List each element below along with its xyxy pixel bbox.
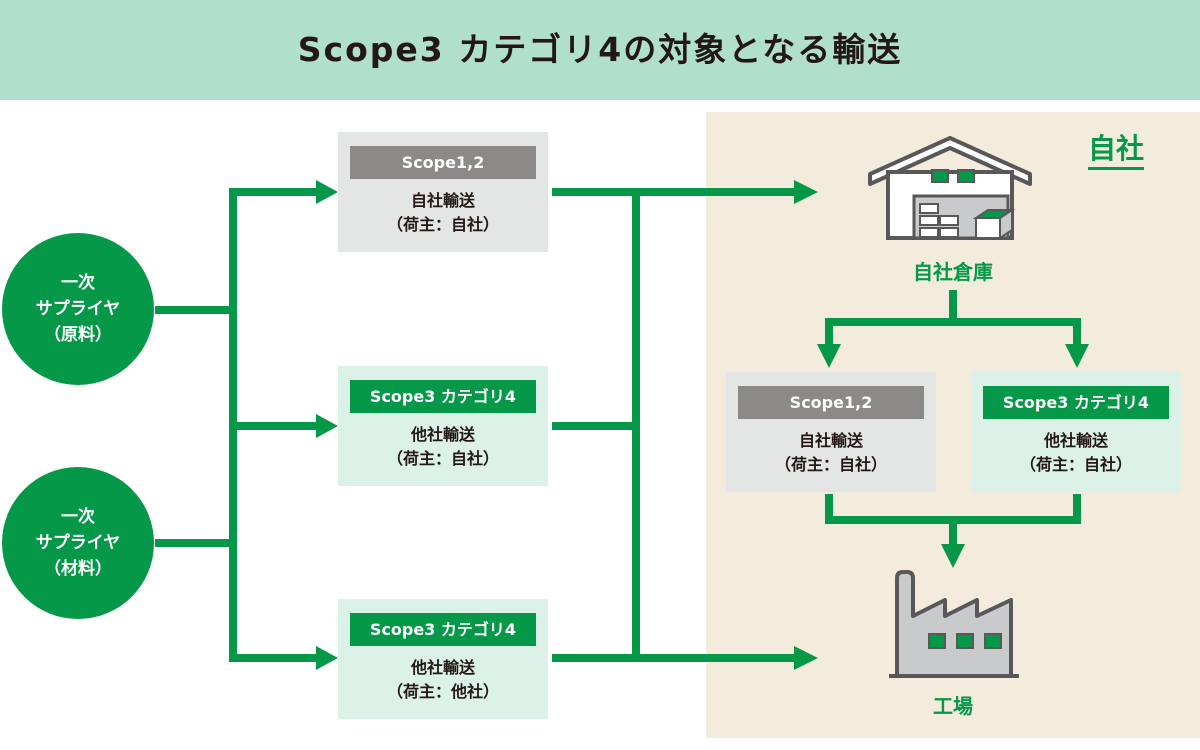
transport-box-other-shipper-other: Scope3 カテゴリ4 他社輸送 （荷主：他社） (338, 599, 548, 719)
shipper-info: （荷主：自社） (386, 215, 499, 234)
transport-type: 他社輸送 (1043, 431, 1108, 450)
scope-tag: Scope1,2 (738, 386, 924, 419)
internal-box-other: Scope3 カテゴリ4 他社輸送 （荷主：自社） (971, 372, 1181, 492)
warehouse-icon (868, 136, 1032, 240)
supplier-material-circle: 一次 サプライヤ （材料） (2, 467, 154, 619)
transport-type: 自社輸送 (798, 431, 863, 450)
shipper-info: （荷主：他社） (386, 682, 499, 701)
arrowhead-factory-bottom (794, 646, 818, 670)
supplier-2-line2: サプライヤ (35, 533, 121, 553)
shipper-info: （荷主：自社） (386, 449, 499, 468)
transport-type: 自社輸送 (410, 191, 475, 210)
transport-type: 他社輸送 (410, 658, 475, 677)
arrowhead-internal-left (817, 344, 841, 368)
internal-box-own: Scope1,2 自社輸送 （荷主：自社） (726, 372, 936, 492)
scope-tag: Scope3 カテゴリ4 (983, 386, 1169, 419)
supplier-1-line2: サプライヤ (35, 299, 121, 319)
supplier-1-line3: （原料） (44, 325, 112, 345)
self-company-label: 自社 (1088, 132, 1145, 170)
arrowhead-warehouse (794, 180, 818, 204)
transport-box-own: Scope1,2 自社輸送 （荷主：自社） (338, 132, 548, 252)
page-title: Scope3 カテゴリ4の対象となる輸送 (297, 30, 903, 69)
arrowhead-internal-right (1065, 344, 1089, 368)
title-banner: Scope3 カテゴリ4の対象となる輸送 (0, 0, 1200, 100)
scope-tag: Scope3 カテゴリ4 (350, 613, 536, 646)
arrowhead-factory (941, 544, 965, 568)
supplier-1-line1: 一次 (61, 273, 95, 293)
shipper-info: （荷主：自社） (1019, 455, 1132, 474)
transport-box-other-shipper-self: Scope3 カテゴリ4 他社輸送 （荷主：自社） (338, 366, 548, 486)
transport-type: 他社輸送 (410, 425, 475, 444)
arrowhead-box1 (316, 180, 338, 204)
supplier-2-line3: （材料） (44, 559, 112, 579)
arrowhead-box3 (316, 646, 338, 670)
warehouse-label: 自社倉庫 (913, 260, 993, 284)
scope-tag: Scope1,2 (350, 146, 536, 179)
scope-tag: Scope3 カテゴリ4 (350, 380, 536, 413)
supplier-2-line1: 一次 (61, 507, 95, 527)
shipper-info: （荷主：自社） (774, 455, 887, 474)
supplier-raw-material-circle: 一次 サプライヤ （原料） (2, 233, 154, 385)
factory-icon (889, 570, 1019, 678)
factory-label: 工場 (933, 694, 973, 718)
arrowhead-box2 (316, 414, 338, 438)
